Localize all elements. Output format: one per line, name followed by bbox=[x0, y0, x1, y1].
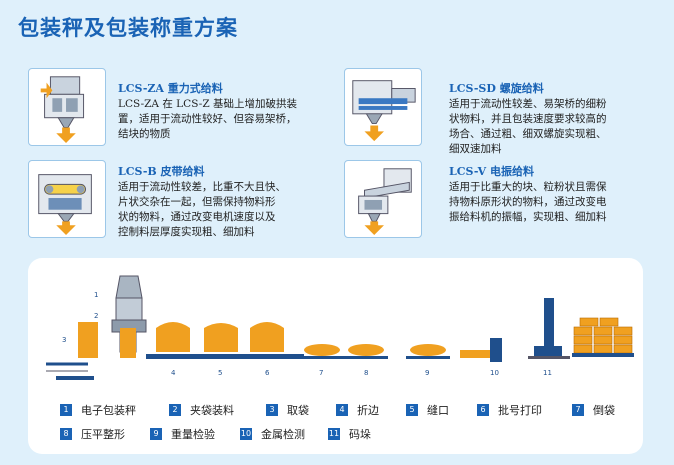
diagram-num-6: 6 bbox=[265, 369, 270, 377]
diagram-num-11: 11 bbox=[543, 369, 552, 377]
feeder-sd-title: LCS-SD 螺旋给料 bbox=[449, 82, 544, 95]
bag-filling bbox=[120, 328, 136, 358]
feeder-b-desc: 适用于流动性较差，比重不大且快、 片状交杂在一起，但需保持物料形 状的物料，通过… bbox=[118, 181, 286, 238]
diagram-num-9: 9 bbox=[425, 369, 429, 377]
metal-detector bbox=[490, 338, 502, 362]
diagram-num-10: 10 bbox=[490, 369, 499, 377]
bag-tip bbox=[304, 344, 340, 356]
diagram-num-3: 3 bbox=[62, 336, 66, 344]
bag-print bbox=[250, 322, 284, 352]
feeder-za-desc: LCS-ZA 在 LCS-Z 基础上增加破拱装 置，适用于流动性较好、但容易架桥… bbox=[118, 98, 297, 140]
bag-weigh bbox=[410, 344, 446, 356]
feeder-za-image bbox=[28, 68, 106, 146]
feeder-sd-desc: 适用于流动性较差、易架桥的细粉 状物料，并且包装速度要求较高的 场合、通过粗、细… bbox=[449, 98, 607, 155]
diagram-num-4: 4 bbox=[171, 369, 176, 377]
page-title: 包装秤及包装称重方案 bbox=[18, 16, 238, 40]
bag-fold bbox=[156, 322, 190, 352]
feeder-sd-image bbox=[344, 68, 422, 146]
feeder-v-title: LCS-V 电振给料 bbox=[449, 165, 534, 178]
bag-sew bbox=[204, 323, 238, 352]
diagram-num-5: 5 bbox=[218, 369, 222, 377]
bag-take bbox=[78, 322, 98, 358]
diagram-num-8: 8 bbox=[364, 369, 368, 377]
bag-flat bbox=[348, 344, 384, 356]
diagram-num-2: 2 bbox=[94, 312, 98, 320]
palletizer bbox=[544, 298, 554, 346]
feeder-za-title: LCS-ZA 重力式给料 bbox=[118, 82, 223, 95]
feeder-v-desc: 适用于比重大的块、粒粉状且需保 持物料原形状的物料，通过改变电 振给料机的振幅，… bbox=[449, 181, 607, 223]
pallet-stack bbox=[572, 317, 634, 357]
diagram-num-7: 7 bbox=[319, 369, 323, 377]
feeder-b-image bbox=[28, 160, 106, 238]
diagram-num-1: 1 bbox=[94, 291, 98, 299]
feeder-b-title: LCS-B 皮带给料 bbox=[118, 165, 205, 178]
feeder-v-image bbox=[344, 160, 422, 238]
